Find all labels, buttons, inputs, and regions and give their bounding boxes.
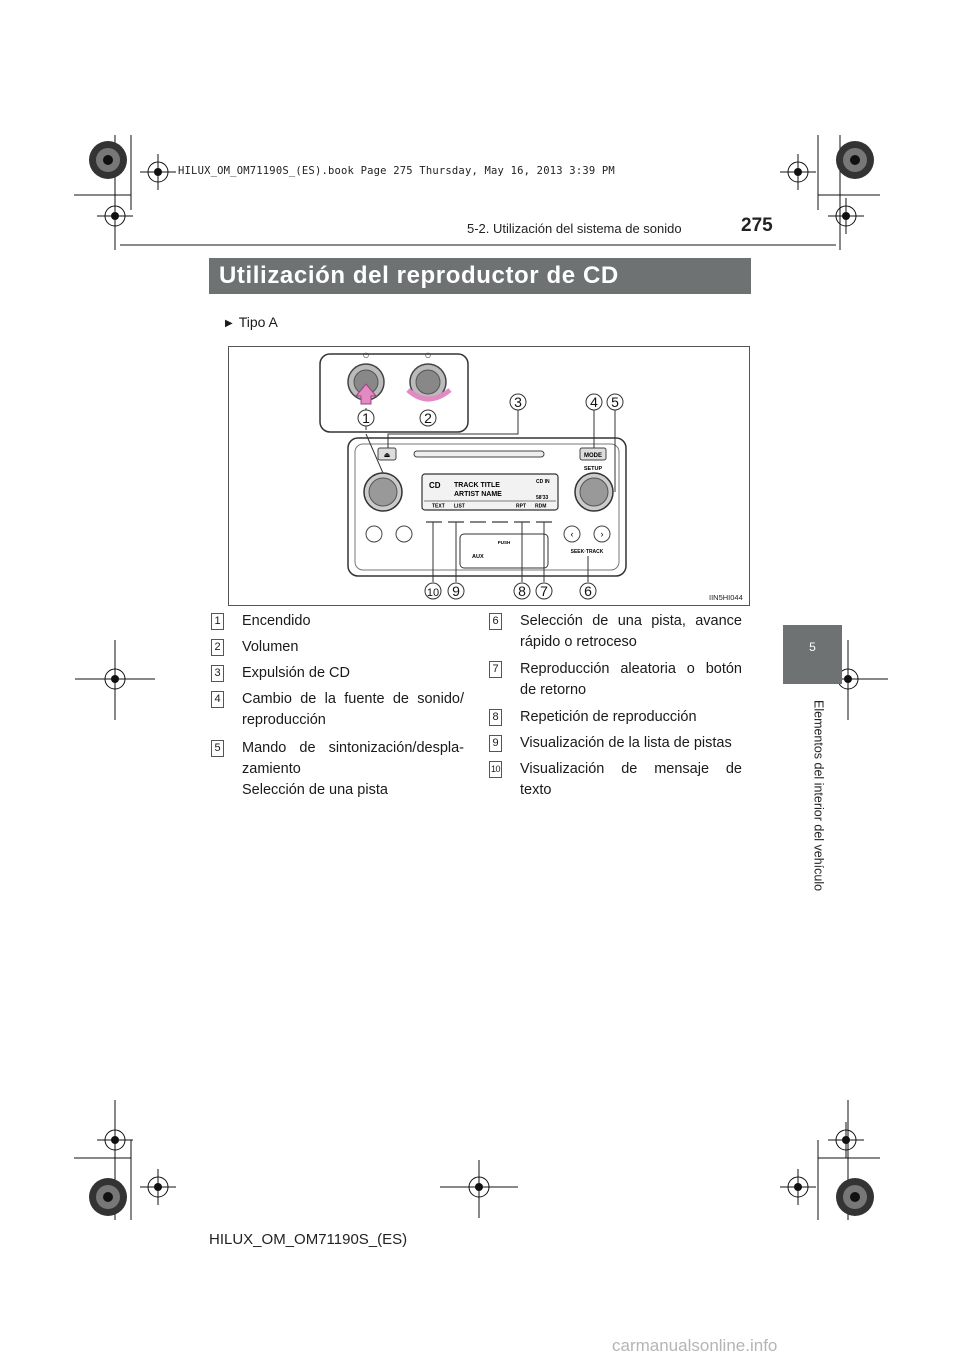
- eject-button: [377, 447, 397, 461]
- display-btn-text: TEXT: [432, 504, 445, 510]
- svg-text:⏻: ⏻: [363, 352, 369, 360]
- legend-number: 3: [211, 665, 224, 682]
- audio-unit-figure: [228, 346, 750, 606]
- legend-number: 5: [211, 740, 224, 757]
- page-number: 275: [741, 215, 773, 236]
- legend-right: 6 Selección de una pista, avance rápido …: [489, 613, 742, 798]
- callout-6: 6: [584, 583, 592, 599]
- seek-forward-button: [593, 525, 611, 543]
- display-status: CD IN: [536, 479, 550, 485]
- legend-number: 8: [489, 709, 502, 726]
- display-track-title: TRACK TITLE: [454, 482, 500, 489]
- page-title: Utilización del reproductor de CD: [209, 258, 751, 294]
- svg-text:⏏: ⏏: [384, 452, 391, 459]
- display-btn-rpt: RPT: [516, 504, 526, 510]
- legend-number: 9: [489, 735, 502, 752]
- header-divider: [120, 244, 836, 246]
- callout-9: 9: [452, 583, 460, 599]
- callout-2: 2: [424, 410, 432, 426]
- type-bullet: ▶ Tipo A: [225, 314, 278, 330]
- callout-10: 10: [427, 587, 439, 599]
- mode-label: MODE: [584, 453, 602, 459]
- chapter-tab-label: Elementos del interior del vehículo: [811, 700, 826, 892]
- mode-button: [579, 447, 607, 461]
- figure-code: IIN5HI044: [709, 593, 743, 602]
- rotate-arrow-icon: [406, 388, 452, 402]
- svg-text:›: ›: [601, 529, 604, 539]
- triangle-right-icon: ▶: [225, 318, 233, 329]
- seek-back-button: [563, 525, 581, 543]
- callout-7: 7: [540, 583, 548, 599]
- seek-track-label: SEEK·TRACK: [571, 549, 604, 555]
- svg-text:⏻: ⏻: [425, 352, 431, 360]
- legend-number: 4: [211, 691, 224, 708]
- legend-left: 1 Encendido 2 Volumen 3 Expulsión de CD …: [211, 611, 464, 811]
- type-bullet-text: Tipo A: [238, 314, 278, 330]
- legend-number: 1: [211, 613, 224, 630]
- display-btn-list: LIST: [454, 504, 465, 510]
- file-stamp: HILUX_OM_OM71190S_(ES).book Page 275 Thu…: [178, 165, 615, 177]
- footer-code: HILUX_OM_OM71190S_(ES): [209, 1231, 408, 1248]
- display-artist-name: ARTIST NAME: [454, 491, 502, 498]
- chapter-tab: [783, 625, 842, 684]
- svg-text:‹: ‹: [571, 529, 574, 539]
- setup-label: SETUP: [584, 466, 603, 472]
- legend-number: 10: [489, 761, 502, 778]
- callout-4: 4: [590, 394, 598, 410]
- aux-label: AUX: [472, 554, 484, 560]
- callout-1: 1: [362, 410, 370, 426]
- push-arrow-icon: [354, 383, 378, 405]
- callout-3: 3: [514, 394, 522, 410]
- legend-number: 6: [489, 613, 502, 630]
- legend-number: 7: [489, 661, 502, 678]
- push-label: PUSH: [498, 540, 511, 545]
- callout-5: 5: [611, 394, 619, 410]
- aux-usb-panel: [459, 533, 549, 569]
- cd-slot: [413, 450, 545, 458]
- display-btn-rdm: RDM: [535, 504, 546, 510]
- display-source: CD: [429, 481, 441, 490]
- display-time: 58'33: [536, 495, 549, 501]
- section-label: 5-2. Utilización del sistema de sonido: [467, 221, 682, 236]
- watermark: carmanualsonline.info: [612, 1336, 778, 1355]
- audio-unit-diagram: ⏻ ⏻ ⏏ MODE SETUP CD TRACK TITLE ARTIST N…: [319, 352, 627, 600]
- chapter-tab-number: 5: [809, 640, 816, 654]
- callout-8: 8: [518, 583, 526, 599]
- legend-number: 2: [211, 639, 224, 656]
